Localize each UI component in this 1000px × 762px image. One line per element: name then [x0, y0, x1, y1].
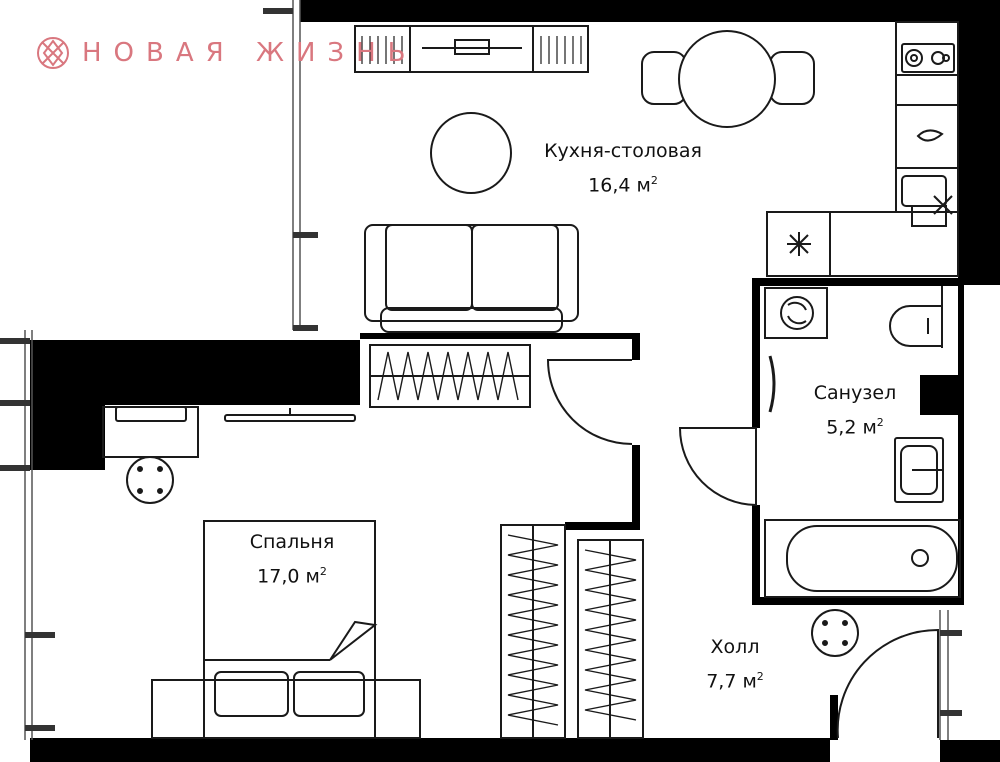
room-area: 7,7 м2 — [706, 670, 764, 693]
bathroom-fixtures — [764, 286, 961, 598]
room-label-kitchen: Кухня-столовая 16,4 м2 — [538, 136, 708, 200]
wall-kitchen-bath — [755, 278, 960, 286]
brand: НОВАЯ ЖИЗНЬ — [36, 36, 417, 70]
room-label-bedroom: Спальня 17,0 м2 — [232, 527, 352, 591]
doors — [546, 359, 939, 739]
wall-right-mid — [958, 285, 964, 605]
room-name: Холл — [710, 636, 760, 658]
hall-pouf — [811, 609, 859, 657]
wall-right-bottom — [940, 740, 1000, 762]
dining-table — [641, 30, 815, 128]
room-label-hall: Холл 7,7 м2 — [680, 632, 790, 696]
sofa — [364, 224, 579, 333]
wall-right-top — [958, 0, 1000, 285]
kitchen-cabinet — [354, 25, 589, 73]
wall-bath-niche — [920, 375, 960, 415]
kitchen-counter — [766, 21, 959, 277]
wall-corridor — [632, 335, 640, 360]
room-area: 16,4 м2 — [588, 174, 658, 197]
room-name: Санузел — [813, 382, 897, 404]
wall-hall-door-post — [830, 695, 838, 740]
wall-corridor-low — [632, 445, 640, 530]
wall-top — [300, 0, 960, 22]
wall-bath-left-low — [752, 505, 760, 605]
walls — [30, 0, 1000, 762]
wall-bedroom-top — [30, 340, 360, 470]
kitchen-round-table — [430, 112, 512, 194]
bedroom-furniture — [102, 406, 421, 739]
wall-bottom — [30, 738, 830, 762]
brand-name: НОВАЯ ЖИЗНЬ — [82, 38, 418, 68]
wall-bath-left — [752, 278, 760, 428]
bedroom-wardrobes — [500, 524, 644, 739]
room-area: 17,0 м2 — [257, 565, 327, 588]
room-area: 5,2 м2 — [826, 416, 884, 439]
room-name: Спальня — [249, 531, 335, 553]
ornament-logo-icon — [37, 37, 69, 69]
room-label-bathroom: Санузел 5,2 м2 — [800, 378, 910, 442]
room-name: Кухня-столовая — [544, 140, 702, 162]
wall-bath-bottom — [752, 597, 962, 605]
corridor-wardrobe — [369, 344, 531, 408]
wall-partition — [360, 333, 640, 339]
wall-corridor-bot — [565, 522, 640, 530]
